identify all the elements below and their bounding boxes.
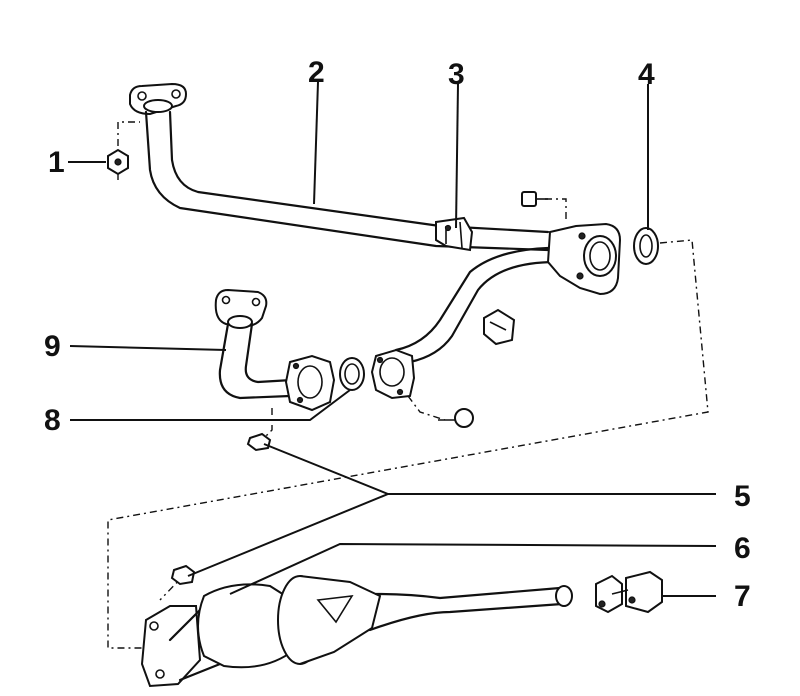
callout-2: 2 [308,56,325,89]
pipe-bracket [435,216,474,252]
callout-5: 5 [734,480,751,513]
joint-bolt [438,408,474,428]
flange-gasket [284,348,416,412]
nut [246,432,272,452]
nut [170,564,196,586]
callout-6: 6 [734,532,751,565]
callout-1: 1 [48,146,65,179]
callout-7: 7 [734,580,751,613]
sealing-ring [633,227,659,265]
nut-icon [107,148,129,176]
flange-bolt [521,191,548,207]
catalytic-converter [140,575,573,688]
callout-labels: 1 2 3 4 5 6 7 8 9 [44,56,751,613]
pipe-clamp [595,570,663,614]
callout-4: 4 [638,58,655,91]
hanger-bracket [483,308,516,346]
leader-lines [68,81,717,597]
callout-3: 3 [448,58,465,91]
downpipe [214,288,294,400]
callout-9: 9 [44,330,61,363]
callout-8: 8 [44,404,61,437]
front-exhaust-pipe [129,82,622,364]
